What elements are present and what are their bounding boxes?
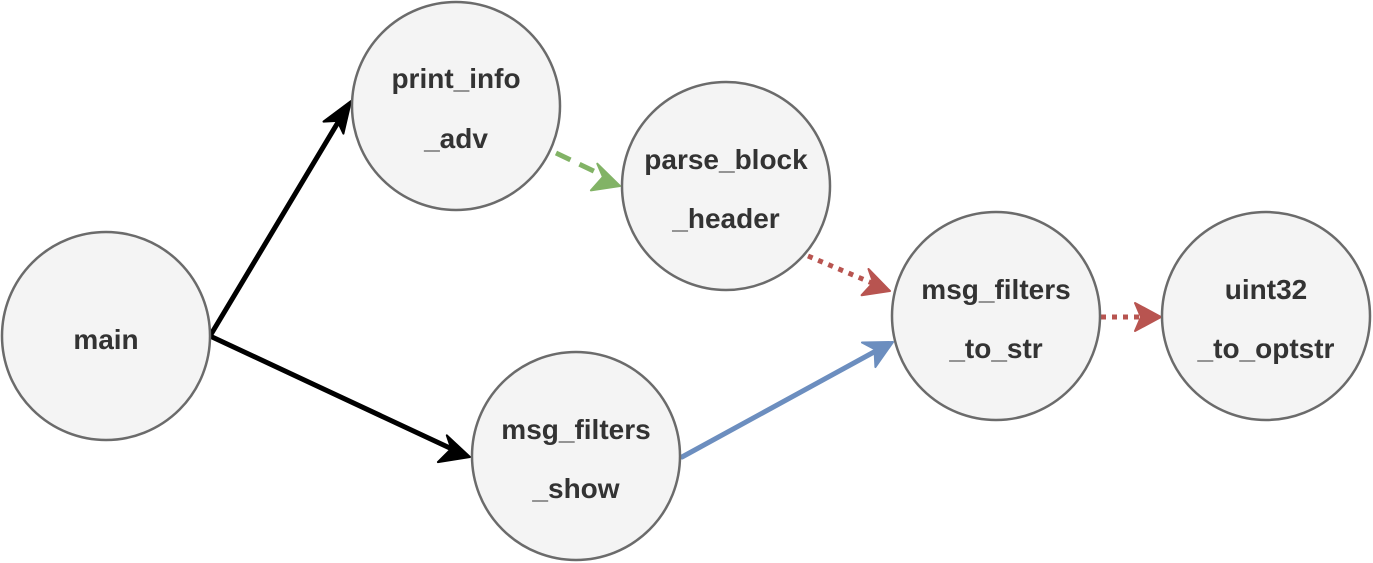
- edge-msg-filters-show-to-msg-filters-to-str: [679, 341, 894, 460]
- edge-main-to-msg-filters-show: [207, 333, 471, 464]
- node-main[interactable]: main: [0, 230, 212, 442]
- edge-parse-block-header-to-msg-filters-to-str: [807, 253, 891, 297]
- edge-msg-filters-to-str-to-uint32-to-optstr: [1101, 302, 1162, 332]
- node-msg-filters-show[interactable]: msg_filters _show: [470, 350, 682, 562]
- node-label-line-2: _header: [671, 203, 779, 234]
- edge-print-info-adv-to-parse-block-header: [554, 150, 621, 192]
- node-label-line-1: print_info: [391, 63, 520, 94]
- node-label-line-2: _show: [531, 473, 619, 504]
- node-label-line-1: uint32: [1225, 274, 1307, 305]
- node-print-info-adv[interactable]: print_info _adv: [350, 0, 562, 212]
- node-label-line-1: msg_filters: [921, 274, 1070, 305]
- node-label-line-1: msg_filters: [501, 414, 650, 445]
- node-label-line-2: _to_str: [948, 333, 1042, 364]
- node-label-line-2: _to_optstr: [1197, 333, 1335, 364]
- edge-main-to-print-info-adv: [207, 100, 352, 339]
- node-label-line-2: _adv: [423, 123, 488, 154]
- node-uint32-to-optstr[interactable]: uint32 _to_optstr: [1160, 210, 1372, 422]
- node-label-line-1: parse_block: [644, 144, 808, 175]
- node-label: main: [73, 324, 138, 355]
- node-msg-filters-to-str[interactable]: msg_filters _to_str: [890, 210, 1102, 422]
- node-parse-block-header[interactable]: parse_block _header: [620, 80, 832, 292]
